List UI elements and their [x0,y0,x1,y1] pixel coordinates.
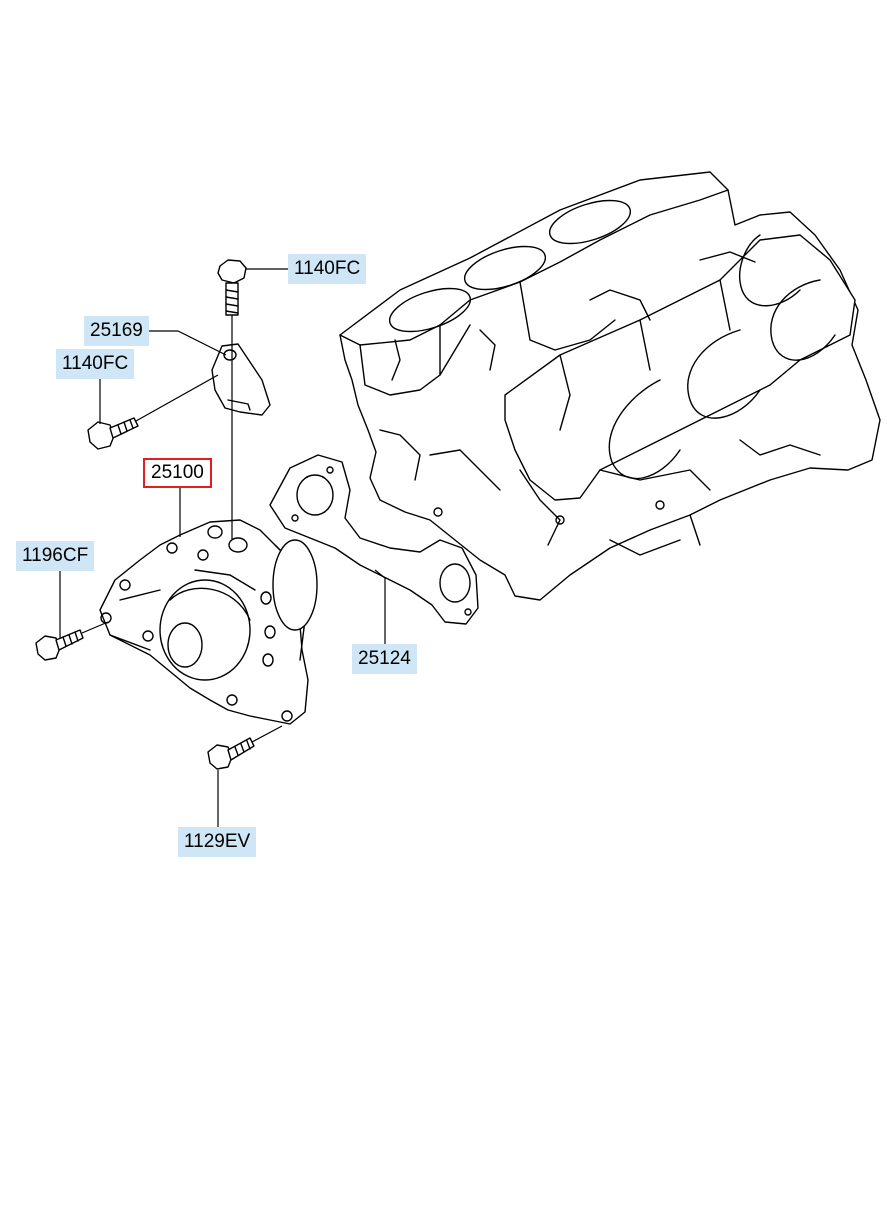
engine-block-drawing [339,171,881,601]
label-1140fc-top[interactable]: 1140FC [288,254,367,284]
label-25100-selected[interactable]: 25100 [143,458,212,488]
label-1129ev[interactable]: 1129EV [178,827,257,857]
bolt-bottom-drawing [207,725,283,770]
label-25124[interactable]: 25124 [352,644,417,674]
leader-lines [59,268,386,828]
label-1196cf[interactable]: 1196CF [16,541,95,571]
label-1140fc-left[interactable]: 1140FC [56,349,135,379]
bracket-drawing [211,343,271,416]
water-pump-drawing [99,519,318,725]
gasket-drawing [269,454,479,625]
bolt-side-drawing [35,621,109,661]
bolt-left-drawing [87,374,219,450]
label-25169[interactable]: 25169 [84,316,149,346]
bolt-top-drawing [217,259,247,540]
